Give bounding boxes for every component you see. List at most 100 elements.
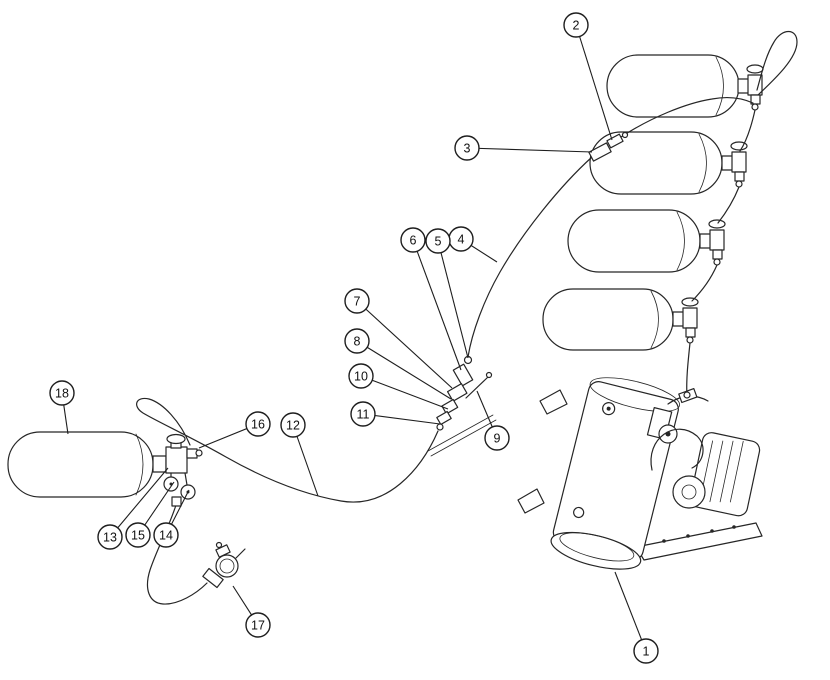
callout-number: 11 — [357, 408, 370, 422]
lower-outlet — [171, 496, 182, 507]
callout-14: 14 — [153, 489, 190, 548]
callout-circle — [49, 380, 75, 406]
callout-3: 3 — [454, 135, 593, 161]
valve-handwheel-icon — [681, 297, 699, 307]
callout-leader-line — [356, 300, 453, 389]
valve-body — [452, 363, 474, 387]
valve-body — [446, 383, 468, 402]
transfer-hose-west — [467, 156, 593, 358]
regulator-body — [165, 446, 188, 474]
callout-circle — [97, 524, 123, 550]
manifold-hose-segment — [739, 109, 756, 152]
supply-hose — [136, 397, 439, 503]
adapter-ring — [215, 554, 239, 578]
manifold-hose-segment — [686, 342, 691, 398]
manifold-hose-segment — [691, 264, 718, 302]
connector-nipple — [606, 133, 624, 149]
callout-number: 2 — [573, 19, 580, 33]
tank-end-rim — [559, 532, 635, 562]
callout-circle — [400, 227, 426, 253]
callout-circle — [425, 228, 451, 254]
adapter-inner-ring — [219, 558, 235, 574]
hose-fitting — [195, 449, 203, 457]
valve-fitting-1 — [441, 398, 459, 415]
callout-circle — [344, 288, 370, 314]
storage-cylinder-1 — [606, 54, 764, 118]
callout-leader-line — [360, 375, 449, 410]
callout-circle — [633, 638, 659, 664]
hose-fitting — [713, 258, 721, 266]
transfer-hose-east — [620, 97, 754, 138]
cylinder-shoulder — [698, 133, 707, 193]
adapter-lever — [235, 548, 246, 559]
cylinder-body — [7, 431, 154, 498]
receiver-tank — [550, 377, 680, 570]
quick-connector — [588, 142, 612, 162]
cylinder-shoulder — [715, 56, 724, 116]
callout-18: 18 — [49, 380, 75, 435]
cylinder-shoulder — [135, 433, 144, 496]
tank-port-center — [606, 406, 611, 411]
callout-leader-line — [575, 24, 613, 141]
callout-circle — [153, 522, 179, 548]
cylinder-neck — [737, 78, 750, 94]
cylinder-body — [542, 288, 674, 351]
tail-body — [202, 567, 224, 589]
base-bolt — [686, 534, 690, 538]
tank-top-rim — [589, 377, 680, 412]
callout-10: 10 — [348, 363, 449, 410]
callout-leader-line — [466, 147, 593, 153]
cylinder-neck — [672, 311, 685, 327]
callout-number: 15 — [131, 529, 145, 543]
pump-flywheel — [672, 475, 706, 509]
hose-fitting — [215, 541, 223, 549]
storage-cylinder-4 — [542, 288, 699, 351]
valve-handwheel-icon — [746, 64, 764, 74]
callout-leader-line — [362, 413, 441, 425]
mounting-bracket — [427, 414, 497, 457]
callout-number: 8 — [354, 335, 361, 349]
lever-knob — [485, 371, 493, 379]
callout-number: 7 — [354, 295, 361, 309]
fitting-body — [441, 398, 459, 415]
callout-circle — [245, 411, 271, 437]
valve-fitting-2 — [436, 410, 452, 426]
callout-6: 6 — [400, 227, 462, 371]
valve-main-body — [446, 383, 468, 402]
callout-circle — [344, 328, 370, 354]
callout-15: 15 — [125, 481, 175, 548]
cylinder-valve — [731, 151, 747, 173]
adapter-tail — [202, 567, 224, 589]
base-bolt — [662, 539, 666, 543]
callout-circle — [563, 12, 589, 38]
callout-circle — [454, 135, 480, 161]
supply-cylinder — [7, 431, 167, 498]
carry-handle — [650, 428, 704, 471]
callout-number: 4 — [458, 233, 465, 247]
callout-17: 17 — [232, 585, 271, 638]
valve-outlet — [685, 327, 696, 338]
adapter-top-fitting — [215, 544, 231, 558]
adapter-hose — [146, 504, 208, 605]
mounting-foot — [517, 488, 545, 514]
valve-handwheel-icon — [730, 141, 748, 151]
artwork — [7, 30, 798, 605]
motor-block — [689, 432, 761, 517]
valve-handwheel-icon — [708, 219, 726, 229]
callout-leader-line — [356, 340, 452, 400]
callout-2: 2 — [563, 12, 613, 141]
valve-handwheel-icon — [166, 433, 186, 445]
callout-11: 11 — [350, 401, 441, 427]
callout-number: 14 — [159, 529, 173, 543]
motor-fins — [699, 440, 744, 503]
hose-fitting — [436, 423, 444, 431]
callout-circle — [350, 401, 376, 427]
cylinder-shoulder — [650, 290, 659, 349]
hose-fitting — [735, 180, 743, 188]
callout-12: 12 — [280, 412, 319, 497]
mounting-foot — [539, 389, 568, 415]
callout-number: 5 — [435, 235, 442, 249]
callout-leader-line — [109, 467, 169, 538]
